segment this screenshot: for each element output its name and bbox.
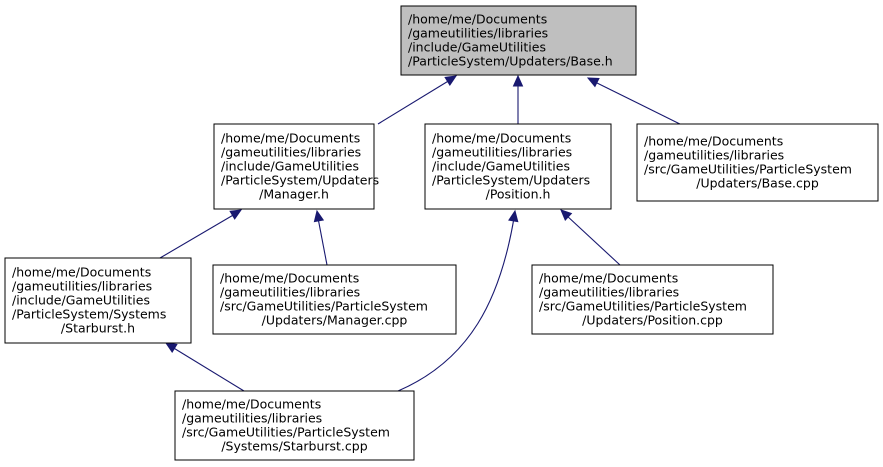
node-manager-cpp[interactable]: /home/me/Documents/gameutilities/librari… bbox=[212, 264, 457, 335]
node-label-line: /home/me/Documents bbox=[182, 397, 321, 412]
edge-position_cpp-to-position_h bbox=[565, 214, 621, 266]
node-label-line: /Position.h bbox=[486, 187, 551, 202]
node-label-line: /ParticleSystem/Updaters bbox=[221, 173, 379, 188]
arrowhead-manager_cpp-to-manager_h bbox=[313, 209, 325, 223]
node-label-line: /gameutilities/libraries bbox=[539, 285, 679, 300]
node-label-line: /Updaters/Base.cpp bbox=[696, 176, 819, 191]
node-label-line: /src/GameUtilities/ParticleSystem bbox=[644, 162, 852, 177]
node-label-line: /include/GameUtilities bbox=[12, 293, 150, 308]
node-label-line: /home/me/Documents bbox=[12, 265, 151, 280]
node-box bbox=[213, 123, 375, 210]
node-box bbox=[4, 257, 192, 344]
node-label-line: /gameutilities/libraries bbox=[220, 285, 360, 300]
edge-starburst_cpp-to-position_h bbox=[397, 217, 515, 392]
node-label-line: /home/me/Documents bbox=[220, 271, 359, 286]
node-label-line: /gameutilities/libraries bbox=[408, 26, 548, 41]
node-box bbox=[212, 264, 457, 335]
edge-manager_cpp-to-manager_h bbox=[317, 217, 328, 266]
node-label-line: /ParticleSystem/Systems bbox=[12, 307, 166, 322]
arrowhead-starburst_h-to-manager_h bbox=[229, 209, 243, 220]
node-box bbox=[400, 5, 637, 76]
node-box bbox=[174, 390, 415, 461]
node-label-line: /gameutilities/libraries bbox=[644, 148, 784, 163]
node-label-line: /home/me/Documents bbox=[539, 271, 678, 286]
edge-starburst_cpp-to-starburst_h bbox=[171, 346, 245, 392]
nodes-layer: /home/me/Documents/gameutilities/librari… bbox=[4, 5, 879, 461]
node-label-line: /gameutilities/libraries bbox=[221, 145, 361, 160]
node-label-line: /src/GameUtilities/ParticleSystem bbox=[539, 299, 747, 314]
node-label-line: /ParticleSystem/Updaters/Base.h bbox=[408, 54, 613, 69]
node-label-line: /Manager.h bbox=[259, 187, 329, 202]
edge-base_cpp-to-base_h bbox=[594, 81, 693, 131]
node-position-h[interactable]: /home/me/Documents/gameutilities/librari… bbox=[424, 123, 612, 210]
node-label-line: /src/GameUtilities/ParticleSystem bbox=[182, 425, 390, 440]
node-box bbox=[531, 264, 774, 335]
edges-layer bbox=[159, 74, 693, 392]
arrowhead-manager_h-to-base_h bbox=[444, 75, 458, 86]
edge-starburst_h-to-manager_h bbox=[159, 213, 236, 259]
node-label-line: /home/me/Documents bbox=[221, 131, 360, 146]
node-label-line: /home/me/Documents bbox=[408, 12, 547, 27]
node-label-line: /include/GameUtilities bbox=[408, 40, 546, 55]
node-position-cpp[interactable]: /home/me/Documents/gameutilities/librari… bbox=[531, 264, 774, 335]
node-starburst-h[interactable]: /home/me/Documents/gameutilities/librari… bbox=[4, 257, 192, 344]
node-label-line: /gameutilities/libraries bbox=[182, 411, 322, 426]
node-manager-h[interactable]: /home/me/Documents/gameutilities/librari… bbox=[213, 123, 379, 210]
arrowhead-position_cpp-to-position_h bbox=[560, 209, 573, 222]
node-starburst-cpp[interactable]: /home/me/Documents/gameutilities/librari… bbox=[174, 390, 415, 461]
node-label-line: /Updaters/Manager.cpp bbox=[262, 313, 408, 328]
node-box bbox=[424, 123, 612, 210]
edge-manager_h-to-base_h bbox=[377, 79, 451, 125]
node-label-line: /ParticleSystem/Updaters bbox=[432, 173, 590, 188]
arrowhead-base_cpp-to-base_h bbox=[586, 77, 600, 88]
node-label-line: /include/GameUtilities bbox=[221, 159, 359, 174]
node-label-line: /Updaters/Position.cpp bbox=[582, 313, 723, 328]
node-label-line: /include/GameUtilities bbox=[432, 159, 570, 174]
node-base-h: /home/me/Documents/gameutilities/librari… bbox=[400, 5, 637, 76]
node-label-line: /src/GameUtilities/ParticleSystem bbox=[220, 299, 428, 314]
node-label-line: /gameutilities/libraries bbox=[12, 279, 152, 294]
node-label-line: /Systems/Starburst.cpp bbox=[221, 439, 367, 454]
arrowhead-starburst_cpp-to-position_h bbox=[508, 209, 519, 223]
arrowhead-starburst_cpp-to-starburst_h bbox=[164, 342, 178, 353]
node-label-line: /Starburst.h bbox=[61, 321, 135, 336]
node-label-line: /home/me/Documents bbox=[432, 131, 571, 146]
node-label-line: /home/me/Documents bbox=[644, 134, 783, 149]
arrowhead-position_h-to-base_h bbox=[512, 74, 524, 87]
node-label-line: /gameutilities/libraries bbox=[432, 145, 572, 160]
node-base-cpp[interactable]: /home/me/Documents/gameutilities/librari… bbox=[636, 123, 879, 202]
node-box bbox=[636, 123, 879, 202]
